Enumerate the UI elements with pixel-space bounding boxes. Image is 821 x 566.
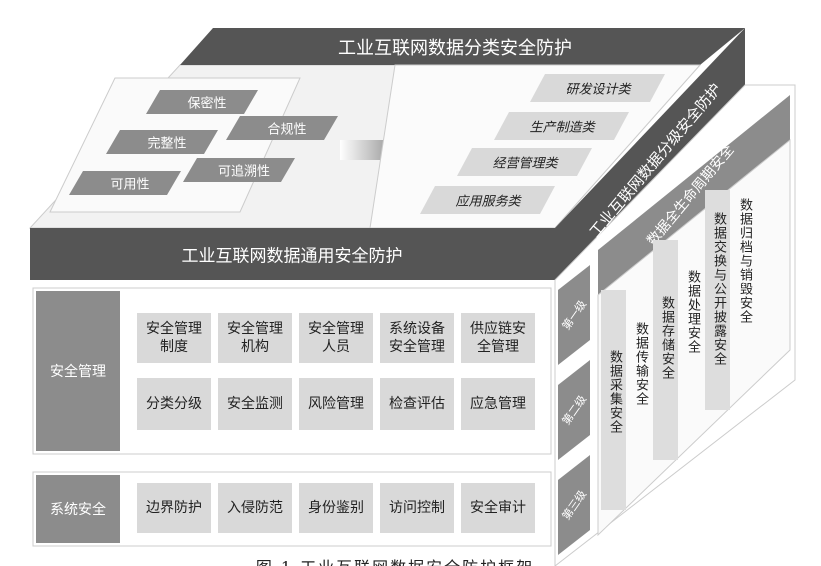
- category-tile: 应用服务类: [455, 194, 521, 210]
- management-item: 供应链安 全管理: [461, 313, 535, 363]
- figure-caption: 图 1 工业互联网数据安全防护框架: [256, 554, 534, 566]
- management-item: 安全管理 人员: [299, 313, 373, 363]
- management-item: 系统设备 安全管理: [380, 313, 454, 363]
- management-item: 应急管理: [461, 378, 535, 430]
- system-item: 安全审计: [461, 483, 535, 533]
- management-item: 安全管理 机构: [218, 313, 292, 363]
- system-item: 访问控制: [380, 483, 454, 533]
- management-item: 安全监测: [218, 378, 292, 430]
- lifecycle-stage: 数据传输安全: [633, 322, 648, 406]
- management-item: 检查评估: [380, 378, 454, 430]
- category-tile: 经营管理类: [492, 156, 558, 172]
- system-item: 入侵防范: [218, 483, 292, 533]
- property-tile: 可用性: [110, 177, 150, 193]
- general-protection-title: 工业互联网数据通用安全防护: [181, 246, 403, 267]
- lifecycle-stage: 数据归档与销毁安全: [737, 198, 752, 324]
- property-tile: 合规性: [267, 122, 307, 138]
- category-tile: 生产制造类: [529, 120, 595, 136]
- management-item: 安全管理 制度: [137, 313, 211, 363]
- lifecycle-stage: 数据存储安全: [659, 296, 674, 380]
- management-item: 风险管理: [299, 378, 373, 430]
- system-item: 身份鉴别: [299, 483, 373, 533]
- lifecycle-stage: 数据处理安全: [685, 270, 700, 354]
- management-item: 分类分级: [137, 378, 211, 430]
- management-label: 安全管理: [36, 291, 120, 451]
- classified-protection-title: 工业互联网数据分类安全防护: [338, 38, 572, 59]
- property-tile: 可追溯性: [217, 164, 271, 180]
- property-tile: 完整性: [147, 136, 187, 152]
- lifecycle-stage: 数据采集安全: [607, 350, 622, 434]
- lifecycle-stage: 数据交换与公开披露安全: [711, 212, 726, 366]
- category-tile: 研发设计类: [565, 82, 631, 98]
- property-tile: 保密性: [187, 96, 227, 112]
- system-security-label: 系统安全: [36, 475, 120, 543]
- system-item: 边界防护: [137, 483, 211, 533]
